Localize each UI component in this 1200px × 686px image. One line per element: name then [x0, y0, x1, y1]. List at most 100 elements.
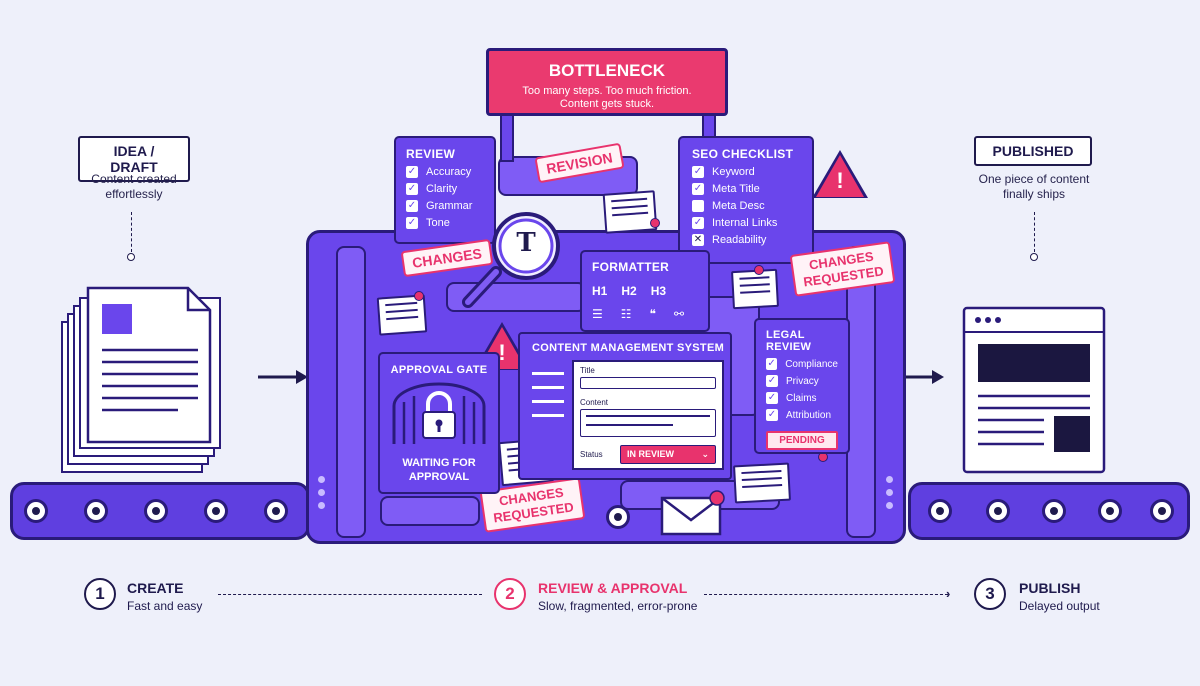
format-h2-button[interactable]: H2	[621, 284, 637, 298]
step-2-subtitle: Slow, fragmented, error-prone	[538, 599, 698, 613]
checkbox-checked-icon: ✓	[406, 217, 418, 229]
cms-title-label: Title	[580, 366, 595, 375]
cms-sidebar	[532, 368, 564, 417]
idea-caption-line1: Content created	[91, 172, 177, 186]
idea-connector	[131, 212, 132, 252]
note-pin	[650, 218, 660, 228]
step-3-number: 3	[974, 578, 1006, 610]
checkbox-checked-icon: ✓	[766, 392, 778, 404]
legal-item-label: Compliance	[785, 358, 838, 370]
checkbox-crossed-icon: ✕	[692, 234, 704, 246]
seo-checklist-panel: SEO CHECKLIST ✓ Keyword ✓ Meta Title Meta …	[678, 136, 814, 264]
step-2-title: REVIEW & APPROVAL	[538, 580, 688, 596]
timeline-connector	[704, 594, 948, 595]
belt-roller	[606, 505, 630, 529]
belt-roller	[928, 499, 952, 523]
chevron-down-icon: ⌄	[701, 449, 709, 459]
review-item-label: Tone	[426, 217, 450, 229]
belt-roller	[1098, 499, 1122, 523]
review-panel: REVIEW ✓Accuracy ✓Clarity ✓Grammar ✓Tone	[394, 136, 496, 244]
seo-item-label: Internal Links	[712, 217, 778, 229]
bottleneck-sign: BOTTLENECK Too many steps. Too much fric…	[486, 48, 728, 116]
step-1: CREATE Fast and easy	[127, 580, 202, 613]
seo-item: ✓ Keyword	[692, 166, 800, 178]
checkbox-checked-icon: ✓	[766, 358, 778, 370]
bullet-list-icon[interactable]: ☰	[592, 307, 603, 321]
checkbox-checked-icon: ✓	[406, 200, 418, 212]
belt-roller	[264, 499, 288, 523]
cms-form: Title Content Status IN REVIEW ⌄	[572, 360, 724, 470]
checkbox-checked-icon: ✓	[406, 166, 418, 178]
formatter-panel: FORMATTER H1 H2 H3 ☰ ☷ ❝ ⚯	[580, 250, 710, 332]
seo-item: ✓ Internal Links	[692, 217, 800, 229]
magnifier-icon	[462, 212, 560, 308]
belt-roller	[24, 499, 48, 523]
format-h1-button[interactable]: H1	[592, 284, 608, 298]
step-1-number: 1	[84, 578, 116, 610]
legal-item: ✓ Compliance	[766, 358, 838, 370]
idea-caption-line2: effortlessly	[105, 187, 163, 201]
arrow-right-icon	[258, 370, 308, 384]
warning-icon: !	[812, 150, 868, 198]
lock-icon	[392, 382, 486, 444]
bottleneck-line2: Content gets stuck.	[559, 98, 655, 110]
published-label: PUBLISHED	[974, 136, 1092, 166]
step-2: REVIEW & APPROVAL Slow, fragmented, erro…	[538, 580, 697, 613]
note-pin	[414, 291, 424, 301]
approval-waiting-line2: APPROVAL	[408, 471, 470, 483]
format-h3-button[interactable]: H3	[650, 284, 667, 298]
cms-title: CONTENT MANAGEMENT SYSTEM	[532, 342, 725, 354]
legal-item-label: Privacy	[786, 375, 819, 387]
idea-connector-dot	[127, 253, 135, 261]
step-2-number: 2	[494, 578, 526, 610]
published-connector	[1034, 212, 1035, 252]
published-connector-dot	[1030, 253, 1038, 261]
cms-status-select[interactable]: IN REVIEW ⌄	[620, 445, 716, 464]
seo-title: SEO CHECKLIST	[692, 147, 794, 161]
formatter-title: FORMATTER	[592, 260, 670, 274]
machine-column-left	[336, 246, 366, 538]
sign-post-left	[500, 112, 514, 162]
legal-item: ✓Privacy	[766, 375, 838, 387]
legal-item: ✓Claims	[766, 392, 838, 404]
legal-item-label: Attribution	[786, 409, 832, 421]
cms-content-input[interactable]	[580, 409, 716, 437]
review-item-label: Clarity	[426, 183, 458, 195]
machine-lights-left	[318, 476, 326, 509]
belt-roller	[84, 499, 108, 523]
browser-window-icon	[962, 306, 1106, 474]
belt-roller	[144, 499, 168, 523]
numbered-list-icon[interactable]: ☷	[620, 307, 632, 321]
seo-item-label: Meta Title	[712, 183, 760, 195]
belt-roller	[204, 499, 228, 523]
magnifier-letter: T	[516, 228, 536, 258]
cms-window: CONTENT MANAGEMENT SYSTEM Title Content …	[518, 332, 732, 480]
step-1-title: CREATE	[127, 580, 184, 596]
document-stack-icon	[61, 286, 221, 473]
cms-status-value: IN REVIEW	[627, 449, 675, 459]
review-item: ✓ Tone	[406, 217, 484, 229]
seo-item: Meta Desc	[692, 200, 800, 212]
bottleneck-title: BOTTLENECK	[548, 61, 666, 80]
step-3: PUBLISH Delayed output	[1019, 580, 1100, 613]
quote-icon[interactable]: ❝	[649, 307, 656, 321]
sticky-note-icon	[602, 190, 658, 234]
checkbox-checked-icon: ✓	[692, 217, 704, 229]
cms-title-input[interactable]	[580, 377, 716, 389]
review-item: ✓Grammar	[406, 200, 484, 212]
approval-gate-panel: APPROVAL GATE WAITING FOR APPROVAL	[378, 352, 500, 494]
review-item: ✓Accuracy	[406, 166, 484, 178]
idea-caption: Content created effortlessly	[60, 172, 208, 202]
sticky-note-icon	[731, 268, 779, 310]
legal-status-badge: PENDING	[766, 431, 838, 450]
legal-title: LEGAL REVIEW	[766, 329, 812, 353]
seo-item: ✕Readability	[692, 234, 800, 246]
machine-column-right	[846, 246, 876, 538]
envelope-icon	[660, 490, 725, 536]
step-3-title: PUBLISH	[1019, 580, 1081, 596]
checkbox-checked-icon: ✓	[692, 166, 704, 178]
belt-roller	[986, 499, 1010, 523]
seo-item-label: Keyword	[712, 166, 755, 178]
link-icon[interactable]: ⚯	[674, 307, 685, 321]
belt-roller	[1150, 499, 1174, 523]
